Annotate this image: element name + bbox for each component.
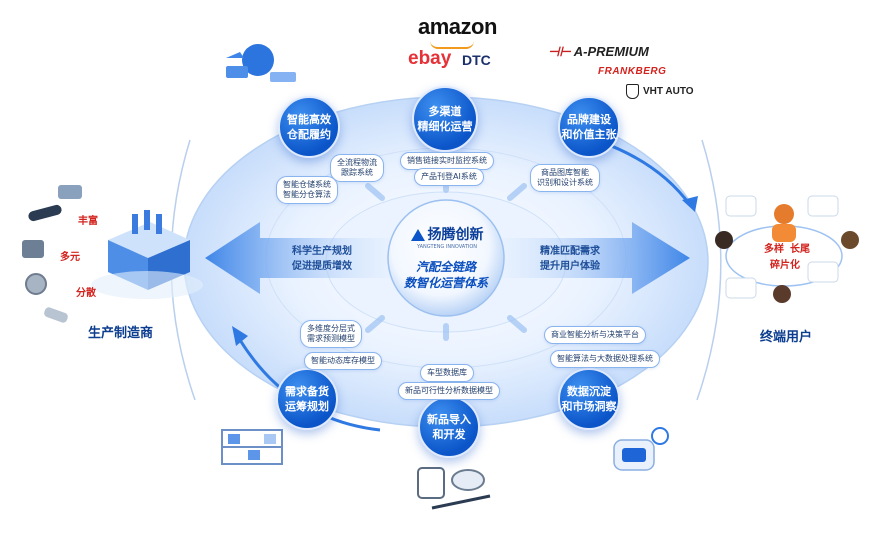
warehouse-illustration bbox=[221, 429, 283, 465]
vht-shield-icon bbox=[626, 84, 639, 99]
manufacturer-tag-rich: 丰富 bbox=[78, 216, 98, 227]
pill-image-system: 商品图库智能 识别和设计系统 bbox=[530, 164, 600, 192]
pill-bi-platform: 商业智能分析与决策平台 bbox=[544, 326, 646, 344]
right-big-arrow bbox=[492, 222, 690, 294]
user-tag-longtail: 长尾 bbox=[790, 244, 810, 255]
user-tag-fragmented: 碎片化 bbox=[770, 260, 800, 271]
analytics-illustration bbox=[613, 427, 669, 471]
node-fulfillment-label: 智能高效 仓配履约 bbox=[287, 113, 331, 141]
node-planning: 需求备货 运筹规划 bbox=[276, 368, 338, 430]
users-title: 终端用户 bbox=[760, 330, 813, 345]
node-planning-label: 需求备货 运筹规划 bbox=[285, 385, 329, 413]
a-premium-mark-icon: ⊣⊢ bbox=[548, 44, 574, 59]
node-product: 新品导入 和开发 bbox=[418, 396, 480, 458]
pill-inventory-model: 智能动态库存模型 bbox=[304, 352, 382, 370]
amazon-smile-icon bbox=[430, 41, 474, 49]
flow-arrowhead-top-right bbox=[682, 196, 698, 212]
vht-logo: VHT AUTO bbox=[626, 84, 694, 99]
node-brand: 品牌建设 和价值主张 bbox=[558, 96, 620, 158]
node-product-label: 新品导入 和开发 bbox=[427, 413, 471, 441]
pill-bigdata: 智能算法与大数据处理系统 bbox=[550, 350, 660, 368]
a-premium-logo: ⊣⊢ A-PREMIUM bbox=[548, 44, 649, 60]
ebay-logo: ebay bbox=[408, 48, 452, 69]
pill-demand-forecast: 多维度分层式 需求预测模型 bbox=[300, 320, 362, 348]
user-tag-diverse: 多样 bbox=[764, 244, 784, 255]
flow-arrowhead-bottom-left bbox=[232, 326, 248, 346]
frankberg-logo: FRANKBERG bbox=[598, 66, 667, 77]
product-illustration bbox=[417, 467, 491, 510]
vht-text: VHT AUTO bbox=[643, 86, 694, 98]
pill-feasibility-model: 新品可行性分析数据模型 bbox=[398, 382, 500, 400]
right-arc bbox=[696, 139, 722, 401]
manufacturer-tag-diverse: 多元 bbox=[60, 252, 80, 263]
node-fulfillment: 智能高效 仓配履约 bbox=[278, 96, 340, 158]
node-brand-label: 品牌建设 和价值主张 bbox=[561, 113, 617, 141]
pill-product-ai: 产品刊登AI系统 bbox=[414, 168, 484, 186]
center-logo: 扬腾创新 bbox=[404, 224, 490, 244]
logistics-illustration bbox=[226, 44, 296, 82]
brand-subtitle: YANGTENG INNOVATION bbox=[416, 244, 478, 250]
brand-name: 扬腾创新 bbox=[427, 227, 484, 243]
brand-mark-icon bbox=[410, 228, 425, 241]
factory-illustration bbox=[91, 210, 203, 299]
node-operations: 多渠道 精细化运营 bbox=[412, 86, 478, 152]
center-title-line1: 汽配全链路 bbox=[415, 260, 476, 274]
left-arrow-label: 科学生产规划 促进提质增效 bbox=[292, 246, 352, 272]
center-title-line2: 数智化运营体系 bbox=[403, 276, 488, 290]
node-data: 数据沉淀 和市场洞察 bbox=[558, 368, 620, 430]
node-data-label: 数据沉淀 和市场洞察 bbox=[561, 385, 617, 413]
right-arrow-label: 精准匹配需求 提升用户体验 bbox=[540, 246, 600, 272]
auto-parts-illustration bbox=[22, 185, 82, 323]
pill-vehicle-db: 车型数据库 bbox=[420, 364, 474, 382]
manufacturer-tag-scattered: 分散 bbox=[76, 288, 96, 299]
users-illustration bbox=[715, 195, 859, 303]
pill-logistics: 全流程物流 跟踪系统 bbox=[330, 154, 384, 182]
a-premium-text: A-PREMIUM bbox=[573, 44, 649, 59]
manufacturer-title: 生产制造商 bbox=[88, 326, 154, 341]
pill-warehouse: 智能仓储系统 智能分仓算法 bbox=[276, 176, 338, 204]
left-big-arrow bbox=[205, 222, 400, 294]
amazon-logo: amazon bbox=[418, 14, 497, 39]
node-operations-label: 多渠道 精细化运营 bbox=[417, 105, 473, 133]
dtc-logo: DTC bbox=[462, 52, 491, 68]
